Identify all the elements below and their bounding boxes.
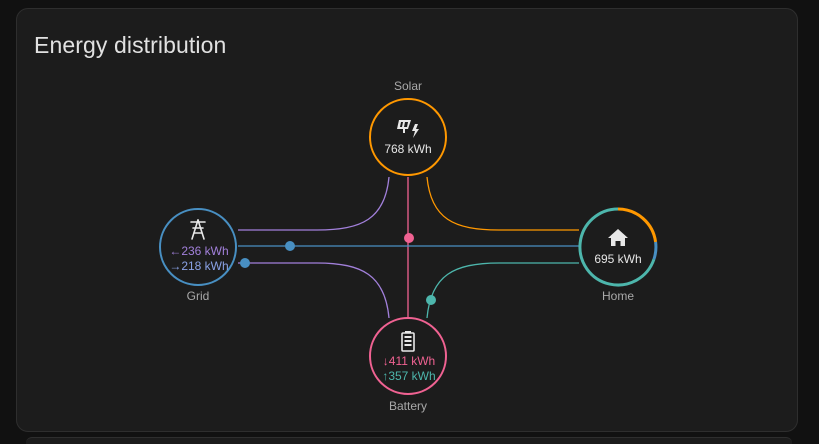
battery-circle bbox=[369, 317, 447, 395]
transmission-tower-icon bbox=[190, 219, 206, 240]
home-circle-bg bbox=[580, 209, 656, 285]
arrow-left-icon: ← bbox=[169, 244, 181, 258]
flow-solar-grid-line bbox=[238, 176, 390, 231]
grid-to-value: →218 kWh bbox=[169, 259, 228, 273]
home-node[interactable]: 695 kWh Home bbox=[578, 207, 658, 303]
home-ring-solar-segment bbox=[617, 207, 658, 243]
battery-discharge-text: 411 kWh bbox=[389, 354, 435, 368]
flow-dot-grid-battery bbox=[240, 258, 250, 268]
grid-from-value: ←236 kWh bbox=[169, 244, 228, 258]
battery-charge-text: 357 kWh bbox=[388, 369, 435, 383]
battery-charge-value: ↑357 kWh bbox=[382, 369, 435, 383]
solar-circle bbox=[369, 98, 447, 176]
battery-discharge-value: ↓411 kWh bbox=[383, 354, 435, 368]
grid-circle bbox=[159, 208, 237, 286]
battery-node[interactable]: ↓411 kWh ↑357 kWh Battery bbox=[369, 317, 447, 413]
flow-dot-grid-home bbox=[285, 241, 295, 251]
flow-solar-home-line bbox=[426, 176, 579, 231]
arrow-down-icon: ↓ bbox=[383, 354, 389, 368]
home-value: 695 kWh bbox=[594, 252, 641, 266]
home-icon bbox=[608, 229, 628, 246]
flow-dot-battery-home bbox=[426, 295, 436, 305]
solar-label: Solar bbox=[394, 79, 422, 93]
solar-node[interactable]: Solar 768 kWh bbox=[369, 79, 447, 176]
home-ring-grid-segment bbox=[652, 241, 658, 260]
next-card-edge bbox=[26, 437, 792, 444]
battery-label: Battery bbox=[389, 399, 427, 413]
grid-to-text: 218 kWh bbox=[181, 259, 228, 273]
home-label: Home bbox=[602, 289, 634, 303]
grid-node[interactable]: ←236 kWh →218 kWh Grid bbox=[159, 208, 237, 303]
arrow-right-icon: → bbox=[169, 259, 181, 273]
home-ring-battery-segment bbox=[578, 207, 656, 287]
solar-power-icon bbox=[397, 120, 419, 138]
arrow-up-icon: ↑ bbox=[382, 369, 388, 383]
energy-distribution-card: Energy distribution Solar bbox=[16, 8, 798, 432]
card-title: Energy distribution bbox=[34, 32, 227, 58]
grid-label: Grid bbox=[187, 289, 210, 303]
solar-value: 768 kWh bbox=[384, 142, 431, 156]
battery-icon bbox=[401, 331, 415, 352]
flow-dot-solar-battery bbox=[404, 233, 414, 243]
energy-flow-diagram: Solar 768 kWh ←236 kWh bbox=[159, 79, 658, 413]
flow-battery-home-line bbox=[426, 262, 579, 319]
flow-grid-battery-line bbox=[238, 262, 390, 319]
grid-from-text: 236 kWh bbox=[181, 244, 228, 258]
